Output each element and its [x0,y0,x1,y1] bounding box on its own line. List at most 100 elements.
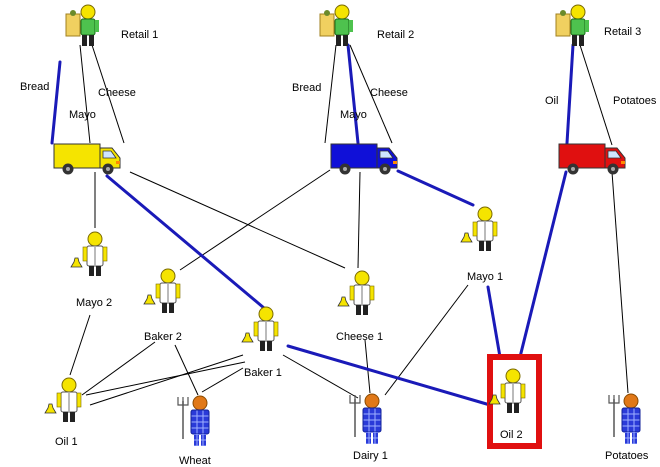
retailer-label: Retail 3 [604,26,642,38]
arm-icon [585,20,589,32]
leg-icon [363,305,368,315]
head-icon [61,377,77,393]
farmer-2[interactable] [608,393,641,444]
truck-window-icon [379,150,394,159]
overalls-icon [362,407,382,433]
shirt-icon [570,18,586,36]
flask-icon [143,294,156,305]
producer-4[interactable] [460,206,498,251]
arm-icon [500,383,506,399]
leg-icon [70,412,75,422]
link-baker1-oil1 [89,354,244,406]
retailer-nodes [65,4,589,46]
hl-baker1-oil2 [286,344,492,407]
truck-2[interactable] [330,143,398,175]
truck-light-icon [116,161,120,164]
hl-truck2-mayo1 [396,169,475,207]
head-icon [477,206,493,222]
leg-icon [336,35,341,46]
truck-light-icon [393,161,397,164]
arm-icon [102,246,108,262]
arm-icon [349,285,355,301]
farmer-0[interactable] [177,395,210,446]
producer-nodes [44,206,526,422]
producer-label: Cheese 1 [336,331,384,343]
producer-label: Oil 1 [55,436,78,448]
producer-2[interactable] [241,306,279,351]
head-icon [87,231,103,247]
leg-icon [89,266,94,276]
head-icon [364,393,380,409]
link-mayo2-oil1 [69,314,91,376]
producer-6[interactable] [488,368,526,413]
truck-1[interactable] [53,143,121,175]
producer-label: Baker 1 [244,367,282,379]
normal-links [69,44,629,406]
leg-icon [356,305,361,315]
edge-label-mayo: Mayo [69,109,96,121]
edge-label-bread: Bread [292,82,322,94]
link-retail1-truck1-cheese [91,44,125,144]
producer-label: Mayo 1 [467,271,504,283]
truck-body-icon [53,143,101,169]
producer-label-selected[interactable]: Oil 2 [500,429,523,441]
leg-icon [632,432,637,444]
truck-3[interactable] [558,143,626,175]
link-baker1-dairy [282,354,359,399]
truck-body-icon [330,143,378,169]
arm-icon [253,321,259,337]
producer-5[interactable] [44,377,82,422]
leg-icon [169,303,174,313]
arm-icon [520,383,526,399]
pitchfork-icon [177,397,189,406]
edge-label-oil: Oil [545,95,559,107]
arm-icon [175,283,181,299]
hl-truck1-baker1 [105,174,266,310]
farmer-label: Dairy 1 [353,450,388,462]
produce-icon [324,10,330,16]
hubcap-icon [106,167,110,171]
producer-label: Baker 2 [144,331,182,343]
arm-icon [349,20,353,32]
retailer-1[interactable] [65,4,99,46]
arm-icon [369,285,375,301]
leg-icon [89,35,94,46]
truck-light-icon [621,161,625,164]
leg-icon [486,241,491,251]
selected-node-box[interactable] [487,354,542,449]
leg-icon [343,35,348,46]
highlight-links [50,43,575,407]
head-icon [570,4,586,20]
link-retail2-truck2-bread [324,44,337,144]
leg-icon [194,434,199,446]
edge-label-cheese: Cheese [98,87,136,99]
producer-1[interactable] [143,268,181,313]
retailer-3[interactable] [555,4,589,46]
producer-0[interactable] [70,231,108,276]
hl-retail3-truck3-oil [565,43,575,145]
overalls-icon [621,407,641,433]
farmer-1[interactable] [349,393,382,444]
head-icon [354,270,370,286]
hubcap-icon [611,167,615,171]
truck-body-icon [558,143,606,169]
link-cheese1-dairy [364,339,371,394]
grocery-bag-icon [319,13,335,37]
arm-icon [492,221,498,237]
hubcap-icon [66,167,70,171]
hl-retail1-truck1-bread [50,60,62,145]
producer-3[interactable] [337,270,375,315]
leg-icon [63,412,68,422]
flask-icon [44,403,57,414]
retailer-label: Retail 2 [377,29,415,41]
retailer-2[interactable] [319,4,353,46]
flask-icon [241,332,254,343]
leg-icon [162,303,167,313]
grocery-bag-icon [555,13,571,37]
head-icon [80,4,96,20]
link-baker2-oil1 [81,341,156,396]
overalls-icon [190,409,210,435]
link-retail3-truck3-potatoes [579,44,613,146]
farmer-nodes [177,393,641,446]
